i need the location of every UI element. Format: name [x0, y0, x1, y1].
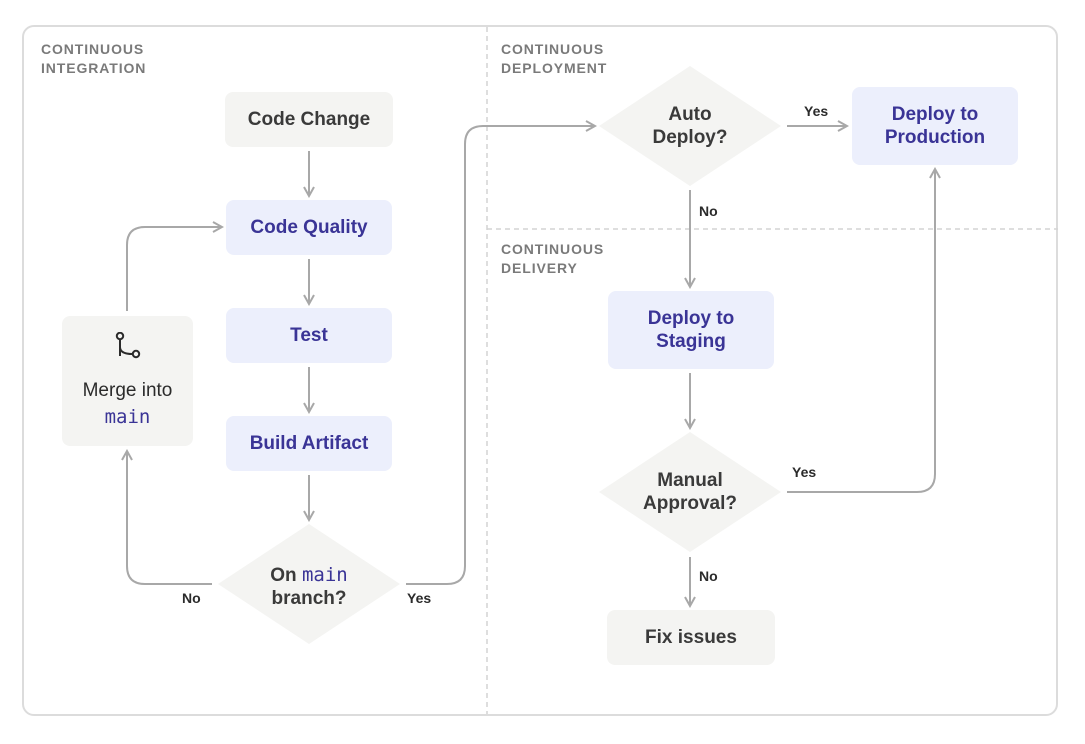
diagram-frame: [22, 25, 1058, 716]
node-merge-into-main[interactable]: Merge into main: [62, 316, 193, 446]
section-title-ci-line2: INTEGRATION: [41, 60, 147, 76]
section-title-delivery-line2: DELIVERY: [501, 260, 578, 276]
edge-label-manual-yes: Yes: [792, 464, 817, 480]
decision-manual-approval[interactable]: Manual Approval?: [610, 469, 770, 515]
edge-manual-yes-to-production: [787, 169, 935, 493]
node-deploy-staging[interactable]: Deploy to Staging: [608, 291, 774, 369]
node-deploy-production[interactable]: Deploy to Production: [852, 87, 1018, 165]
edge-label-main-no: No: [182, 590, 201, 606]
section-title-delivery-line1: CONTINUOUS: [501, 241, 605, 257]
section-title-deployment-line2: DEPLOYMENT: [501, 60, 608, 76]
edge-label-manual-no: No: [699, 568, 718, 584]
section-title-ci-line1: CONTINUOUS: [41, 41, 145, 57]
node-deploy-staging-line2: Staging: [656, 331, 726, 352]
node-deploy-production-line2: Production: [884, 127, 986, 148]
decision-on-main-branch: main: [301, 564, 348, 586]
edge-merge-to-quality: [126, 227, 222, 311]
node-code-quality[interactable]: Code Quality: [226, 200, 392, 255]
edge-label-auto-yes: Yes: [804, 103, 829, 119]
section-title-delivery: CONTINUOUS DELIVERY: [501, 240, 604, 278]
decision-on-main-prefix: On: [270, 565, 297, 586]
decision-auto-deploy-line2: Deploy?: [652, 127, 728, 148]
node-test[interactable]: Test: [226, 308, 392, 363]
decision-auto-deploy-line1: Auto: [668, 104, 712, 125]
merge-label: Merge into main: [62, 377, 193, 431]
node-code-change[interactable]: Code Change: [225, 92, 393, 147]
section-title-deployment: CONTINUOUS DEPLOYMENT: [501, 40, 607, 78]
decision-on-main[interactable]: On main branch?: [229, 564, 389, 610]
merge-label-branch: main: [104, 406, 151, 428]
node-fix-issues[interactable]: Fix issues: [607, 610, 775, 665]
decision-on-main-line1: On main: [229, 564, 389, 587]
decision-auto-deploy-shape: [599, 66, 781, 186]
decision-manual-approval-line2: Approval?: [643, 493, 737, 514]
decision-auto-deploy[interactable]: Auto Deploy?: [610, 103, 770, 149]
node-build-artifact[interactable]: Build Artifact: [226, 416, 392, 471]
node-deploy-staging-line1: Deploy to: [647, 308, 735, 329]
node-deploy-production-line1: Deploy to: [891, 104, 979, 125]
merge-label-prefix: Merge into: [82, 380, 173, 401]
decision-manual-approval-shape: [599, 432, 781, 552]
section-title-deployment-line1: CONTINUOUS: [501, 41, 605, 57]
edge-main-yes-to-auto: [406, 126, 595, 585]
decision-on-main-suffix: branch?: [271, 588, 347, 609]
edge-label-auto-no: No: [699, 203, 718, 219]
section-title-ci: CONTINUOUS INTEGRATION: [41, 40, 146, 78]
edge-label-main-yes: Yes: [407, 590, 432, 606]
git-branch-icon: [114, 331, 144, 367]
decision-manual-approval-line1: Manual: [657, 470, 723, 491]
decision-on-main-shape: [218, 524, 400, 644]
edge-main-no-to-merge: [127, 451, 212, 585]
